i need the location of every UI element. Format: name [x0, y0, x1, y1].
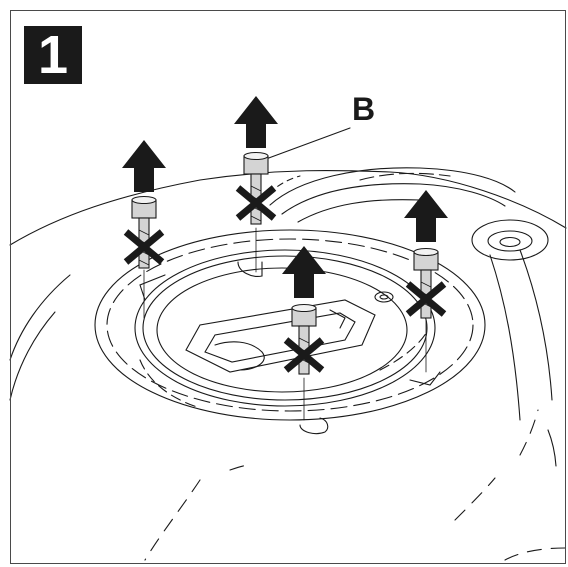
cross-icon	[235, 185, 277, 221]
bolt-2	[234, 96, 278, 273]
up-arrow-icon	[234, 96, 278, 148]
panel-frame	[10, 10, 566, 564]
up-arrow-icon	[122, 140, 166, 192]
cross-icon	[283, 337, 325, 373]
tank-outline	[9, 169, 567, 467]
tank-lower-lines	[144, 409, 567, 561]
cross-icon	[405, 281, 447, 317]
bolt-icon	[291, 303, 317, 375]
cap-flange	[94, 229, 486, 435]
up-arrow-icon	[404, 190, 448, 242]
bolt-3	[404, 190, 448, 373]
callout-b-label: B	[352, 91, 376, 127]
up-arrow-icon	[282, 246, 326, 298]
step-number-badge: 1	[24, 26, 82, 84]
breather-boss	[471, 219, 549, 261]
cross-icon	[123, 229, 165, 265]
callout-b-leader	[265, 127, 351, 160]
bolt-4	[282, 246, 326, 421]
filler-cap-lid	[185, 299, 376, 373]
bolt-1	[122, 140, 166, 319]
